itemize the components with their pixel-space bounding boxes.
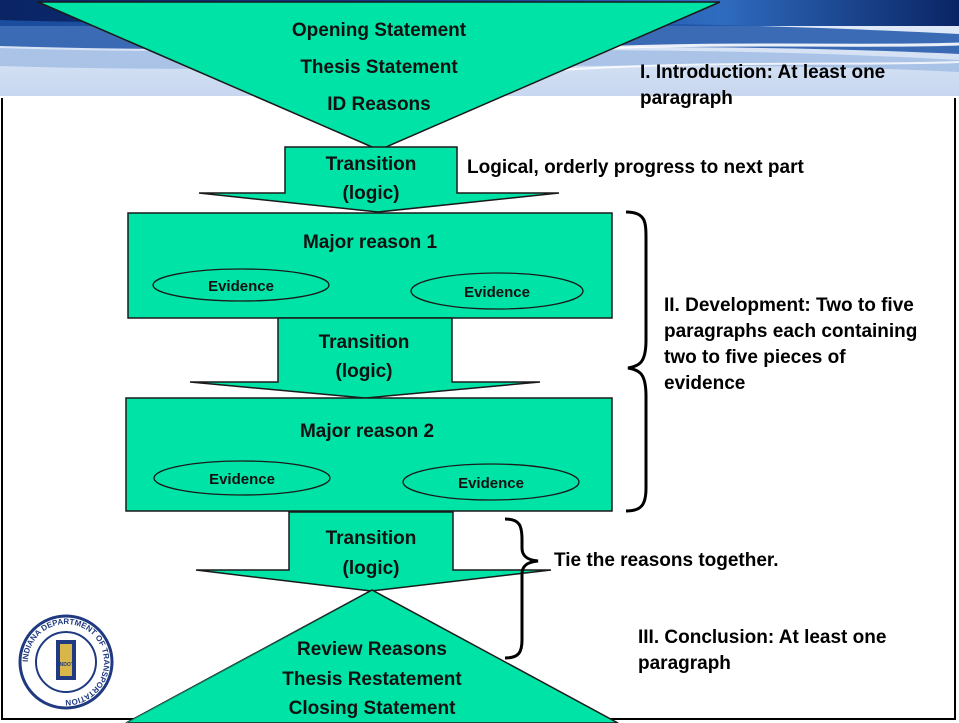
intro-line-2: Thesis Statement (300, 57, 458, 78)
development-side-label: II. Development: Two to five paragraphs … (664, 295, 918, 394)
conclusion-line-2: Thesis Restatement (282, 669, 462, 690)
transition-arrow-1: Transition (logic) (198, 146, 560, 213)
evidence-label: Evidence (209, 471, 275, 488)
evidence-ellipse (152, 268, 330, 302)
introduction-side-label: I. Introduction: At least one paragraph (640, 62, 886, 109)
transition-arrow-2: Transition (logic) (189, 317, 541, 399)
transition-brace-icon (504, 517, 539, 660)
evidence-label: Evidence (464, 284, 530, 301)
intro-line-3: ID Reasons (327, 94, 430, 115)
major-reason-1-title: Major reason 1 (303, 232, 438, 253)
transition-3-line-1: Transition (326, 528, 417, 549)
major-reason-2-box: Major reason 2 Evidence Evidence (125, 397, 613, 512)
evidence-label: Evidence (208, 278, 274, 295)
evidence-ellipse (153, 460, 331, 496)
conclusion-line-3: Closing Statement (289, 698, 456, 719)
transition-3-note: Tie the reasons together. (554, 550, 779, 571)
conclusion-side-label: III. Conclusion: At least one paragraph (638, 627, 887, 674)
transition-1-line-1: Transition (326, 154, 417, 175)
major-reason-1-box: Major reason 1 Evidence Evidence (127, 212, 613, 319)
transition-arrow-3: Transition (logic) (195, 511, 552, 592)
transition-3-line-2: (logic) (343, 558, 400, 579)
evidence-ellipse (410, 272, 584, 310)
evidence-label: Evidence (458, 475, 524, 492)
seal-center-text: INDOT (58, 662, 74, 668)
transition-1-line-2: (logic) (343, 183, 400, 204)
introduction-funnel: Opening Statement Thesis Statement ID Re… (37, 1, 721, 151)
conclusion-line-1: Review Reasons (297, 639, 447, 660)
transition-1-note: Logical, orderly progress to next part (467, 157, 804, 178)
indiana-dot-seal-icon: INDIANA DEPARTMENT OF TRANSPORTATION IND… (18, 614, 114, 710)
intro-line-1: Opening Statement (292, 20, 467, 41)
conclusion-pyramid: Review Reasons Thesis Restatement Closin… (40, 589, 619, 723)
major-reason-2-title: Major reason 2 (300, 421, 434, 442)
development-brace-icon (625, 210, 648, 513)
evidence-ellipse (402, 463, 580, 501)
transition-2-line-2: (logic) (336, 361, 393, 382)
transition-2-line-1: Transition (319, 332, 410, 353)
